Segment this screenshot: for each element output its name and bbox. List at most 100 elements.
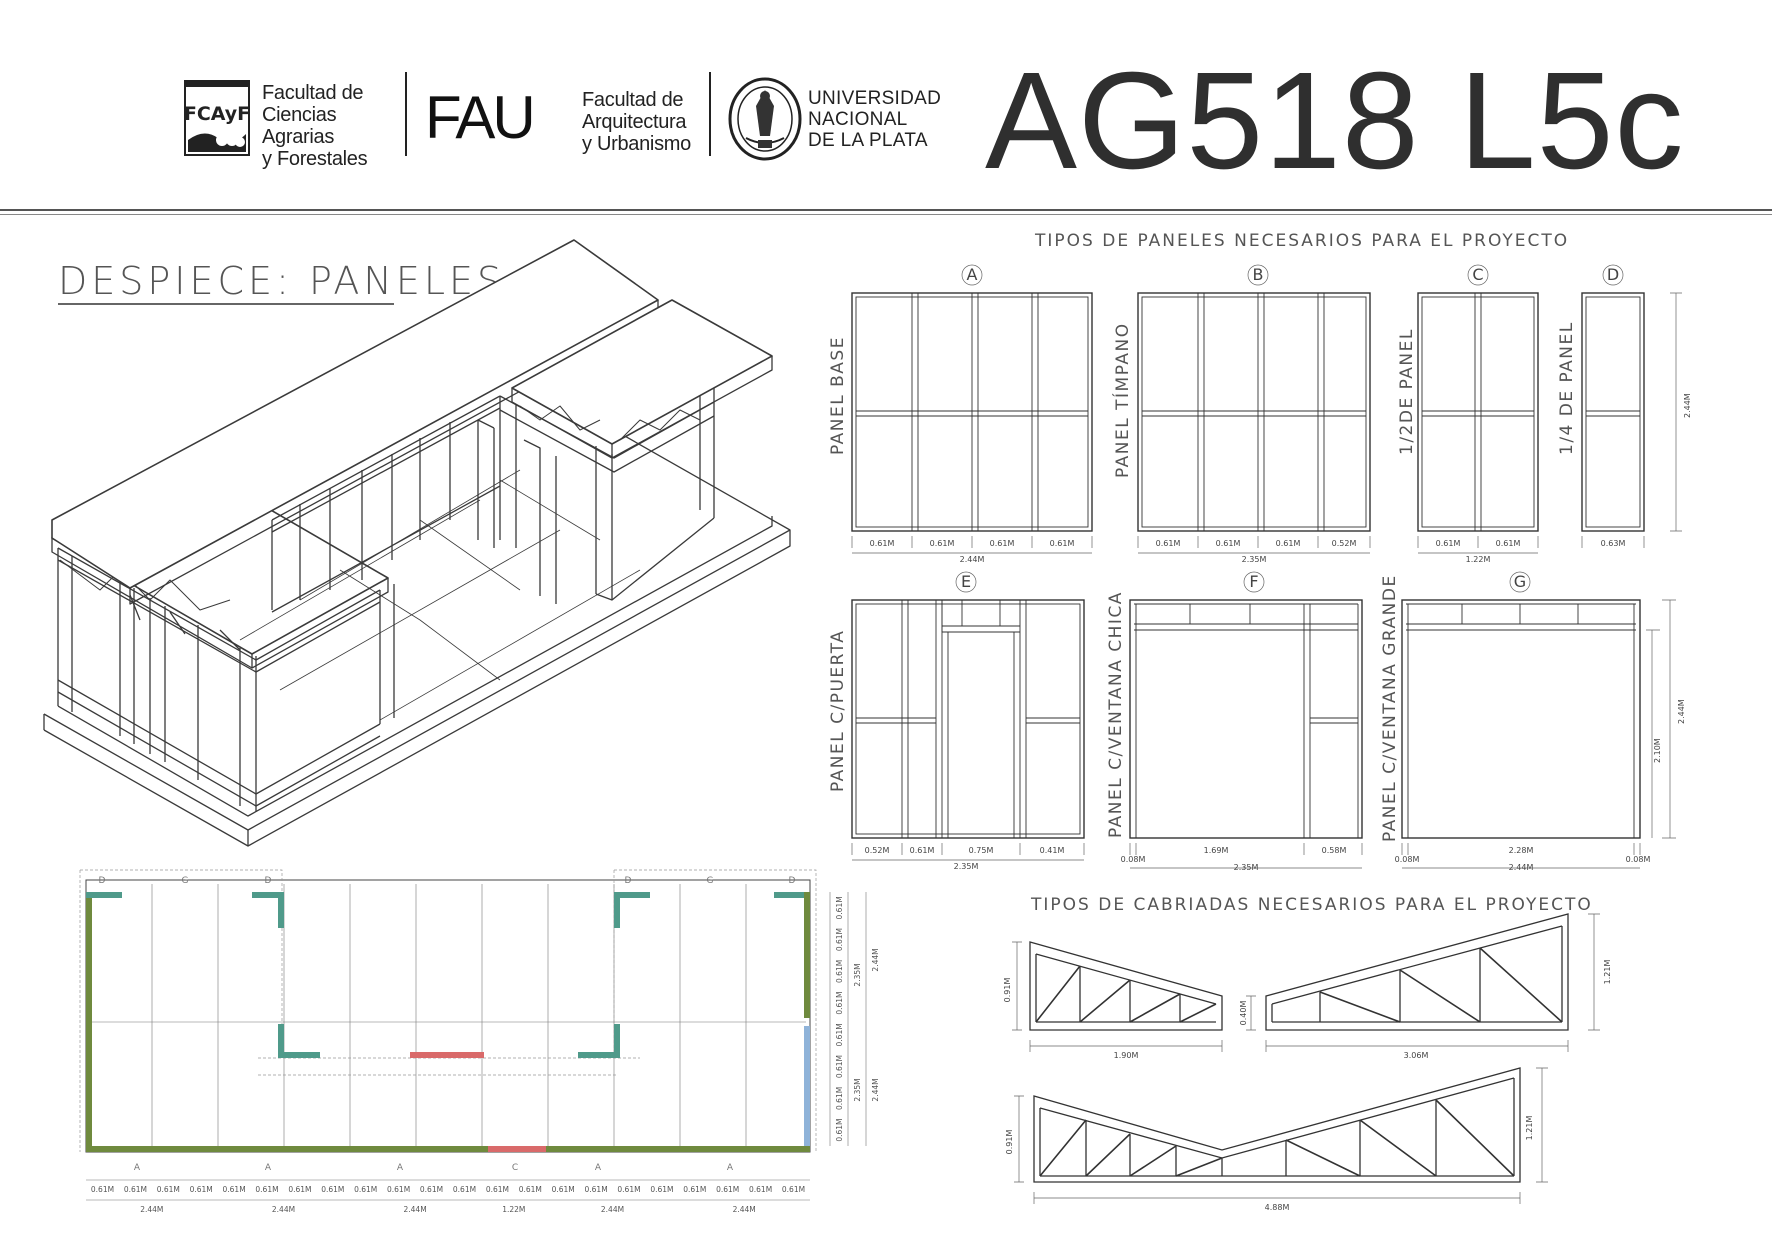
- panel-name: PANEL C/PUERTA: [828, 630, 848, 792]
- panel-name: PANEL TÍMPANO: [1111, 322, 1133, 478]
- logo-separator: [405, 72, 407, 156]
- plan-dim: 0.61M: [835, 992, 844, 1015]
- title-underline: [58, 303, 394, 305]
- plan-dim: 0.61M: [835, 1119, 844, 1142]
- fcayf-logo-text: FCAyF: [184, 103, 250, 125]
- plan-dim: 0.61M: [749, 1185, 772, 1194]
- dim-label: 0.61M: [1050, 539, 1075, 548]
- plan-dim: 0.61M: [453, 1185, 476, 1194]
- fcayf-name: Facultad de Ciencias Agrarias y Forestal…: [262, 82, 412, 170]
- truss-types-title: TIPOS DE CABRIADAS NECESARIOS PARA EL PR…: [1031, 895, 1593, 915]
- truss-types-drawing: .tr{fill:none;stroke:#333;stroke-width:1…: [1003, 913, 1612, 1212]
- dim-label: 0.61M: [1496, 539, 1521, 548]
- plan-dim: 0.61M: [650, 1185, 673, 1194]
- plan-label: D: [265, 876, 272, 886]
- plan-dim: 0.61M: [255, 1185, 278, 1194]
- panel-types-drawing: .pn{fill:none;stroke:#333;stroke-width:1…: [828, 264, 1692, 872]
- truss-dim: 3.06M: [1404, 1051, 1429, 1060]
- panel-letter: A: [967, 265, 978, 284]
- fau-logo: FAU: [425, 84, 536, 151]
- plan-dim: 0.61M: [716, 1185, 739, 1194]
- plan-dim-total: 2.44M: [140, 1205, 163, 1214]
- fcayf-line: Ciencias Agrarias: [262, 104, 337, 148]
- dim-label: 0.41M: [1040, 846, 1065, 855]
- header-rule-thin: [0, 214, 1772, 215]
- plan-dim: 0.61M: [157, 1185, 180, 1194]
- truss-dim: 0.91M: [1005, 1130, 1014, 1155]
- plan-dim: 0.61M: [835, 1087, 844, 1110]
- dim-label: 1.69M: [1204, 846, 1229, 855]
- truss-dim: 0.40M: [1239, 1001, 1248, 1026]
- panel-letter: F: [1249, 572, 1258, 591]
- dim-label: 0.63M: [1601, 539, 1626, 548]
- plan-dim: 0.61M: [354, 1185, 377, 1194]
- dim-total: 2.35M: [1242, 555, 1267, 564]
- fcayf-logo: FCAyF: [184, 80, 250, 156]
- plan-dim: 0.61M: [486, 1185, 509, 1194]
- dim-total: 2.35M: [1234, 863, 1259, 872]
- dim-label: 0.61M: [930, 539, 955, 548]
- panel-letter: G: [1514, 572, 1526, 591]
- despiece-title: DESPIECE: PANELES: [58, 259, 506, 303]
- dim-height: 2.44M: [1677, 699, 1686, 724]
- plan-dim: 0.61M: [420, 1185, 443, 1194]
- plan-label: G: [182, 876, 189, 886]
- plan-label: D: [789, 876, 796, 886]
- dim-height: 2.10M: [1653, 738, 1662, 763]
- sheet-code: AG518 L5c: [985, 44, 1685, 198]
- plan-dim: 2.44M: [871, 948, 880, 971]
- dim-height: 2.44M: [1683, 393, 1692, 418]
- dim-label: 0.58M: [1322, 846, 1347, 855]
- truss-dim: 4.88M: [1265, 1203, 1290, 1212]
- fau-line: y Urbanismo: [582, 133, 691, 155]
- plan-dim: 0.61M: [683, 1185, 706, 1194]
- plan-dim: 2.35M: [853, 963, 862, 986]
- truss-dim: 1.21M: [1603, 960, 1612, 985]
- plan-dim: 0.61M: [782, 1185, 805, 1194]
- dim-total: 2.44M: [960, 555, 985, 564]
- logo-separator: [709, 72, 711, 156]
- plan-dim: 0.61M: [835, 896, 844, 919]
- panel-name: PANEL BASE: [828, 336, 848, 455]
- dim-total: 2.44M: [1509, 863, 1534, 872]
- dim-label: 2.28M: [1509, 846, 1534, 855]
- plan-dim-total: 2.44M: [404, 1205, 427, 1214]
- fcayf-line: y Forestales: [262, 148, 368, 170]
- dim-label: 0.08M: [1626, 855, 1651, 864]
- dim-label: 0.61M: [870, 539, 895, 548]
- dim-label: 0.61M: [990, 539, 1015, 548]
- plan-label: A: [595, 1163, 602, 1173]
- dim-label: 0.75M: [969, 846, 994, 855]
- fau-line: Facultad de: [582, 89, 684, 111]
- panel-letter: D: [1607, 265, 1619, 284]
- plan-dim: 0.61M: [617, 1185, 640, 1194]
- panel-name: PANEL C/VENTANA GRANDE: [1380, 574, 1400, 842]
- plan-dim: 0.61M: [124, 1185, 147, 1194]
- unlp-line: DE LA PLATA: [808, 130, 928, 151]
- plan-dim: 0.61M: [835, 960, 844, 983]
- unlp-seal-icon: [728, 77, 802, 161]
- dim-label: 0.52M: [1332, 539, 1357, 548]
- panel-letter: B: [1253, 265, 1264, 284]
- fau-line: Arquitectura: [582, 111, 687, 133]
- plan-dim-total: 2.44M: [733, 1205, 756, 1214]
- plan-dim: 0.61M: [835, 1023, 844, 1046]
- plan-bottom-dimensions: 0.61M 0.61M 0.61M 0.61M 0.61M 0.61M 0.61M 0.61M…: [91, 1185, 805, 1194]
- plan-label: G: [707, 876, 714, 886]
- plan-label: D: [625, 876, 632, 886]
- truss-dim: 1.90M: [1114, 1051, 1139, 1060]
- panel-letter: E: [961, 572, 971, 591]
- header-rule: [0, 209, 1772, 211]
- dim-label: 0.61M: [910, 846, 935, 855]
- plan-label: A: [727, 1163, 734, 1173]
- unlp-name: UNIVERSIDAD NACIONAL DE LA PLATA: [808, 88, 942, 151]
- plan-label: A: [397, 1163, 404, 1173]
- unlp-line: UNIVERSIDAD: [808, 88, 942, 109]
- plan-dim: 0.61M: [585, 1185, 608, 1194]
- truss-dim: 1.21M: [1525, 1116, 1534, 1141]
- dim-label: 0.08M: [1395, 855, 1420, 864]
- dim-label: 0.61M: [1276, 539, 1301, 548]
- plan-label: D: [99, 876, 106, 886]
